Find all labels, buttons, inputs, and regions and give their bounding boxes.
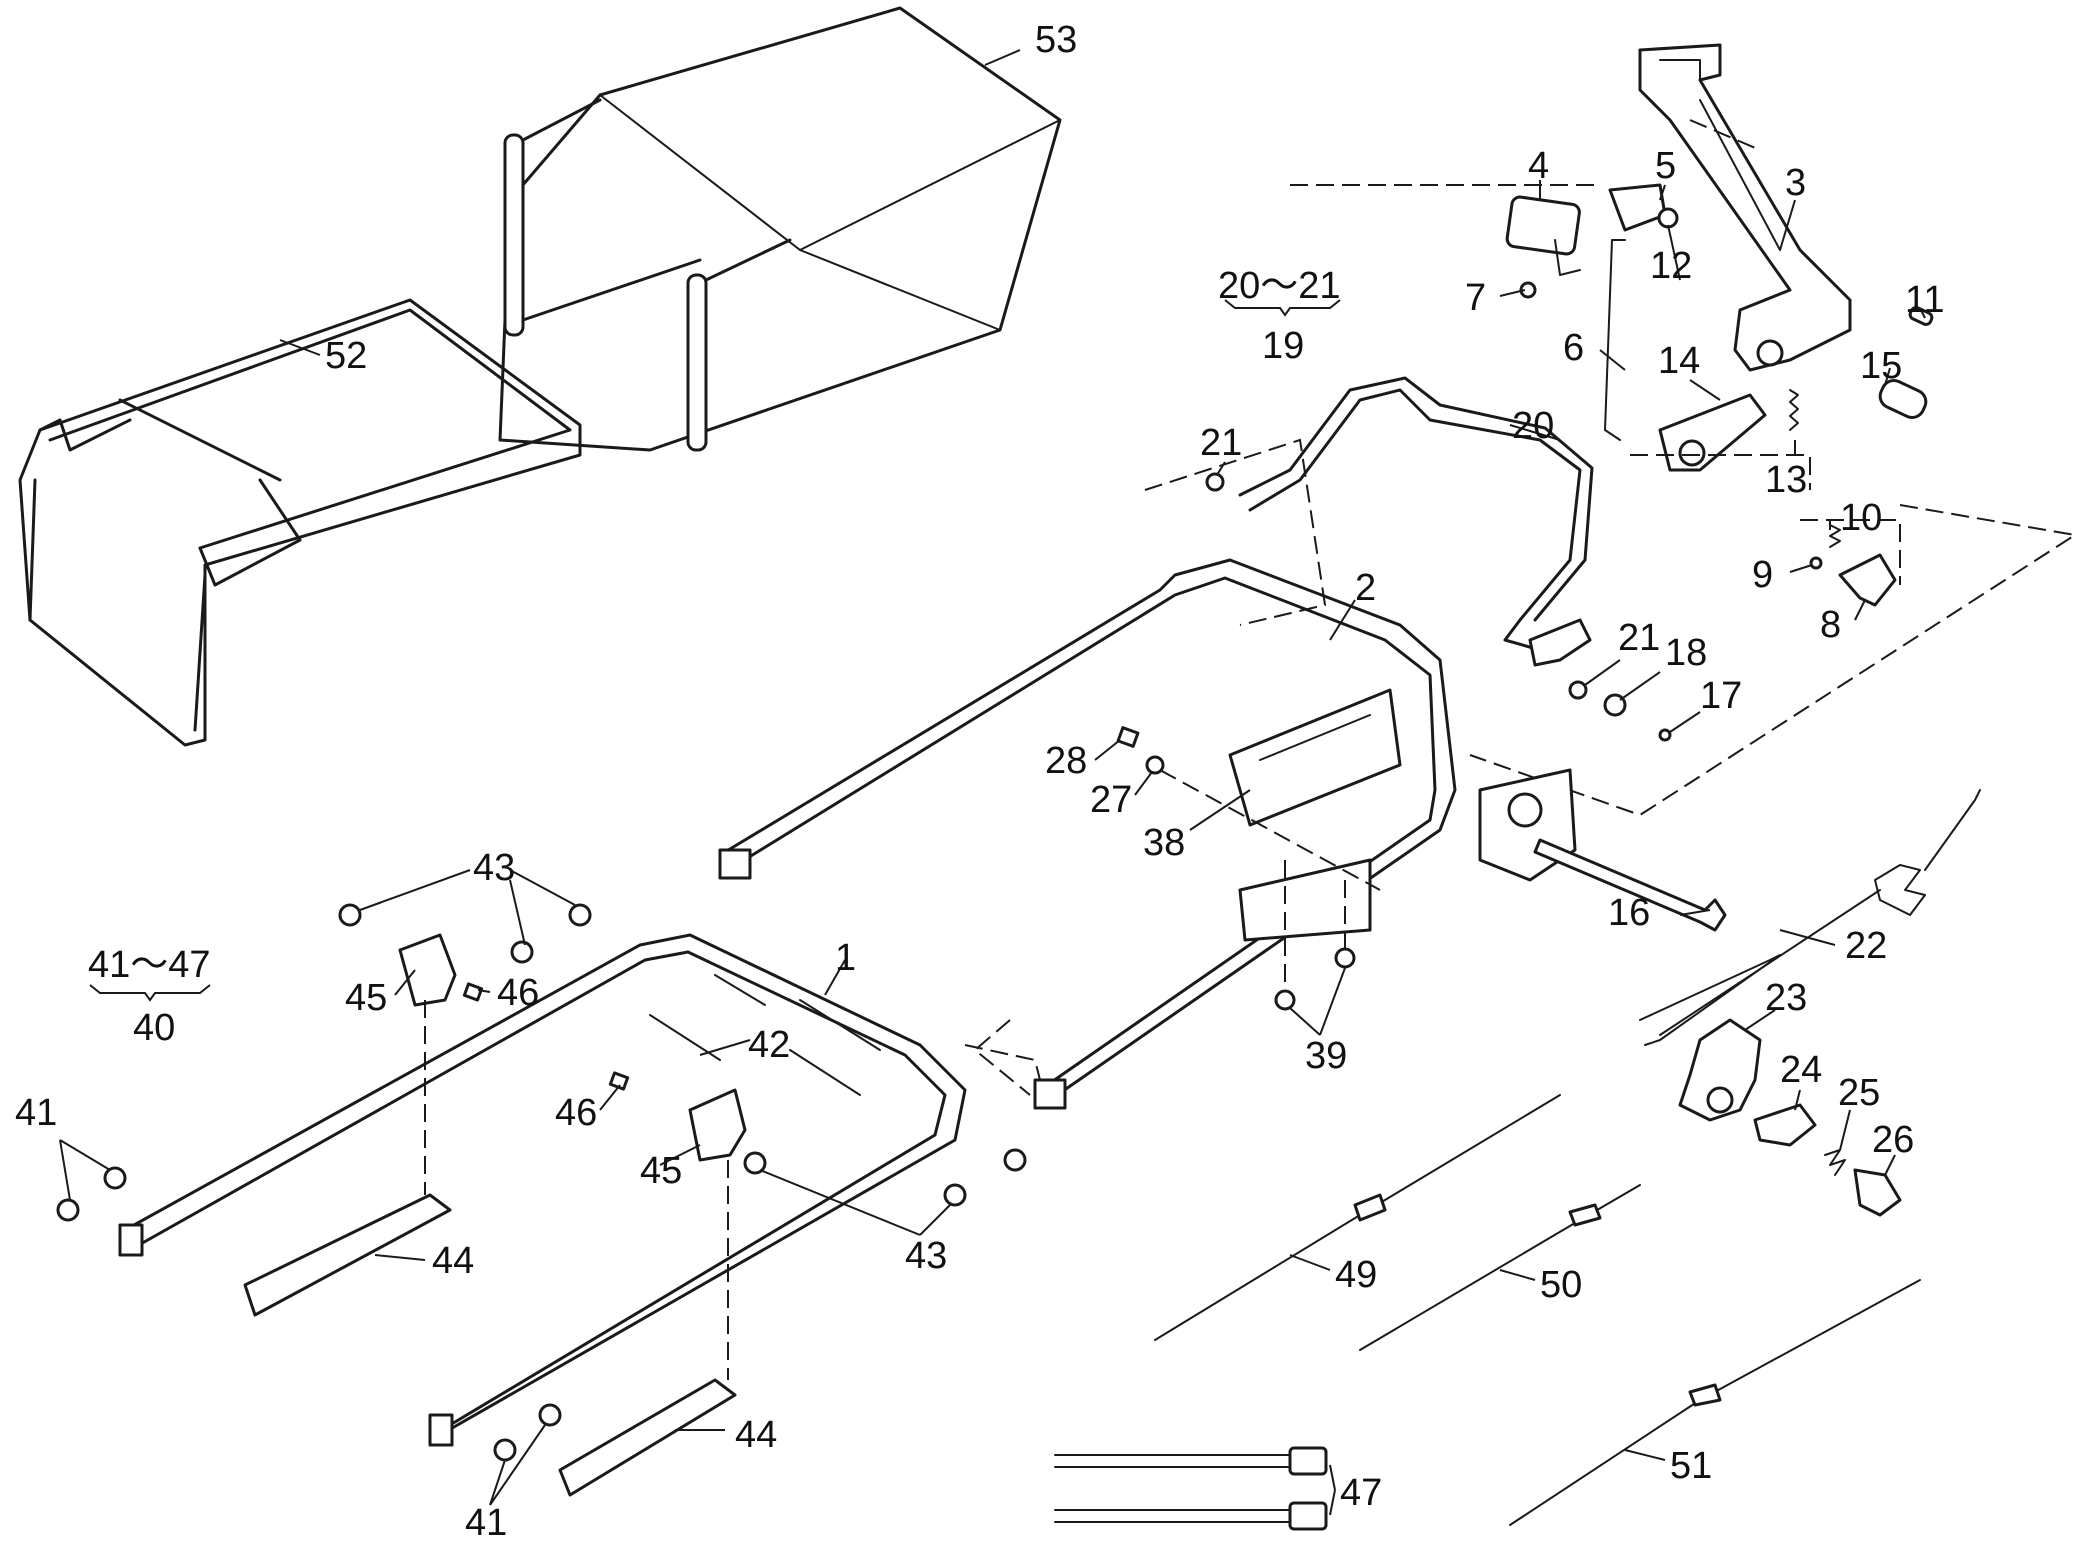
- label-46-top: 46: [497, 972, 539, 1014]
- label-50: 50: [1540, 1264, 1582, 1306]
- latch-14: [1658, 393, 1767, 472]
- strap-44b: [558, 1378, 737, 1497]
- part-5: [1608, 183, 1667, 232]
- label-47: 47: [1340, 1472, 1382, 1514]
- rod-22: [1639, 954, 1781, 1046]
- label-27: 27: [1090, 779, 1132, 821]
- label-41-left: 41: [15, 1092, 57, 1134]
- label-11: 11: [1905, 279, 1944, 321]
- label-42: 42: [748, 1024, 790, 1066]
- label-22: 22: [1845, 925, 1887, 967]
- label-4: 4: [1528, 145, 1549, 187]
- lever-bracket: [1638, 43, 1852, 372]
- group-label-19: 19: [1262, 325, 1304, 367]
- spring-25: [1824, 1149, 1846, 1176]
- label-44-upper: 44: [432, 1240, 474, 1282]
- label-1: 1: [835, 937, 856, 979]
- bolt-16: [1533, 838, 1727, 932]
- cable-49: [1154, 1094, 1561, 1341]
- label-46-mid: 46: [555, 1092, 597, 1134]
- tie-47b: [1054, 1509, 1291, 1523]
- label-26: 26: [1872, 1119, 1914, 1161]
- label-12: 12: [1650, 245, 1692, 287]
- label-39: 39: [1305, 1035, 1347, 1077]
- label-15: 15: [1860, 345, 1902, 387]
- label-5: 5: [1655, 145, 1676, 187]
- group-label-40: 40: [133, 1007, 175, 1049]
- part-4: [1505, 195, 1581, 256]
- label-18: 18: [1665, 632, 1707, 674]
- spring-10: [1829, 524, 1841, 548]
- label-8: 8: [1820, 604, 1841, 646]
- screw-28: [1116, 726, 1140, 748]
- sleeve-15: [1878, 379, 1928, 419]
- label-16: 16: [1608, 892, 1650, 934]
- clamp-45b: [688, 1088, 747, 1162]
- bolt-42: [649, 974, 881, 1096]
- label-43-top: 43: [473, 847, 515, 889]
- upper-handle-20: [1248, 388, 1582, 652]
- label-20: 20: [1512, 405, 1554, 447]
- label-38: 38: [1143, 822, 1185, 864]
- label-6: 6: [1563, 327, 1584, 369]
- label-49: 49: [1335, 1254, 1377, 1296]
- bolt-26: [1853, 1168, 1902, 1217]
- tie-47a: [1054, 1454, 1291, 1468]
- bag-frame: [18, 298, 582, 747]
- label-21-right: 21: [1618, 617, 1660, 659]
- label-3: 3: [1785, 162, 1806, 204]
- label-9: 9: [1752, 554, 1773, 596]
- label-51: 51: [1670, 1445, 1712, 1487]
- label-25: 25: [1838, 1072, 1880, 1114]
- label-45-left: 45: [345, 977, 387, 1019]
- washer-27: [1145, 755, 1165, 775]
- label-17: 17: [1700, 675, 1742, 717]
- pin-11: [1908, 306, 1934, 326]
- lower-handle-1: [118, 933, 967, 1447]
- label-43-bottom: 43: [905, 1235, 947, 1277]
- label-21-top: 21: [1200, 422, 1242, 464]
- grass-bag: [498, 6, 1062, 452]
- clamp-45a: [398, 933, 457, 1007]
- label-2: 2: [1355, 567, 1376, 609]
- label-28: 28: [1045, 740, 1087, 782]
- pawl-8: [1838, 553, 1897, 607]
- rod-6: [1604, 239, 1626, 441]
- clip-17: [1658, 728, 1672, 742]
- label-7: 7: [1465, 277, 1486, 319]
- label-23: 23: [1765, 977, 1807, 1019]
- label-44-lower: 44: [735, 1414, 777, 1456]
- group-range-40: 41～47: [88, 944, 211, 986]
- label-52: 52: [325, 335, 367, 377]
- group-range-19: 20～21: [1218, 265, 1341, 307]
- label-24: 24: [1780, 1049, 1822, 1091]
- label-10: 10: [1840, 497, 1882, 539]
- strap-44a: [243, 1193, 452, 1317]
- washer-24: [1753, 1103, 1817, 1147]
- label-53: 53: [1035, 19, 1077, 61]
- label-14: 14: [1658, 340, 1700, 382]
- spring-13: [1789, 389, 1799, 431]
- label-13: 13: [1765, 459, 1807, 501]
- lever-23: [1678, 1018, 1762, 1122]
- label-45-mid: 45: [640, 1150, 682, 1192]
- label-41-bottom: 41: [465, 1502, 507, 1544]
- shifter-38: [1228, 688, 1402, 942]
